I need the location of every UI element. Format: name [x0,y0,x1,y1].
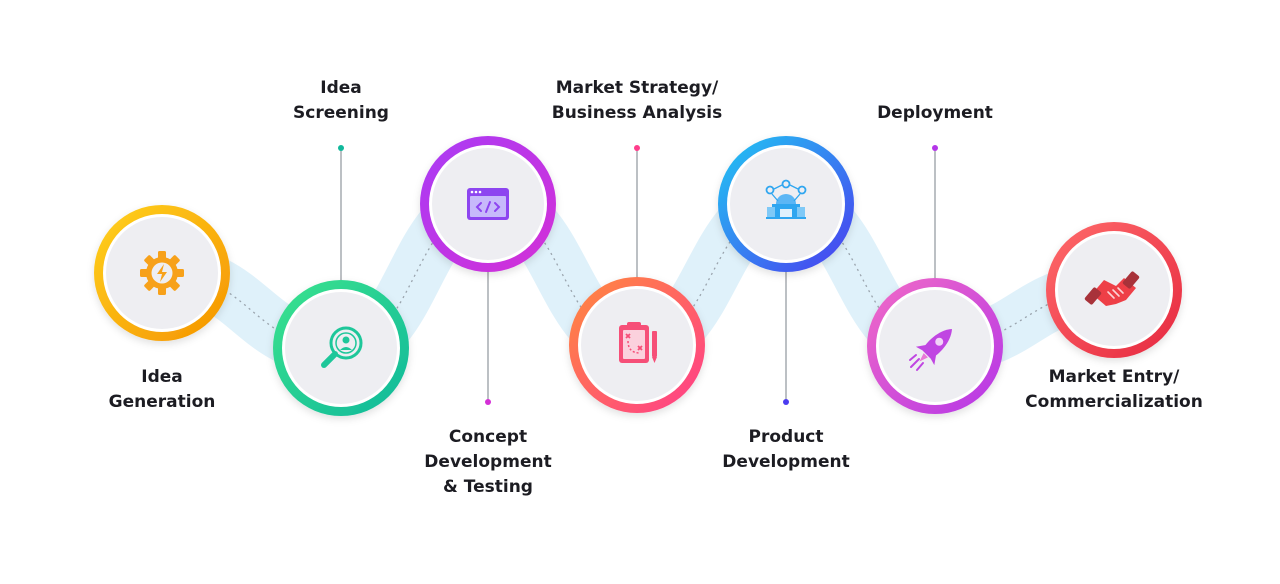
step-label-line: Development [424,452,552,472]
step-label-line: Deployment [877,103,993,123]
dotted-connector [785,203,936,347]
pin-dot [485,399,491,405]
step-label-line: Business Analysis [551,103,723,123]
step-label-line: Market Entry/ [1048,367,1180,387]
pin-dot [634,145,640,151]
step-node-idea-screening [273,280,409,416]
step-disc [285,292,397,404]
dotted-connector [487,203,638,346]
pin-dot [932,145,938,151]
dotted-connector [636,203,787,346]
code-window-icon [467,188,509,220]
step-label-line: Generation [108,392,216,412]
step-label-line: Idea [141,367,183,387]
step-nodes [94,136,1182,416]
magnifier-user-icon [321,326,363,368]
step-label-market-entry-commercialization: Market Entry/Commercialization [1004,365,1224,415]
dotted-connector [340,203,489,349]
step-label-line: Market Strategy/ [555,78,719,98]
step-label-line: Commercialization [1025,392,1203,412]
step-node-concept-development-testing [420,136,556,272]
label-pins [338,145,938,405]
factory-network-icon [765,179,807,219]
step-label-line: Screening [293,103,389,123]
step-label-line: Concept [448,427,528,447]
step-node-market-strategy-business-analysis [569,277,705,413]
pin-dot [338,145,344,151]
step-label-market-strategy-business-analysis: Market Strategy/Business Analysis [527,76,747,126]
step-label-line: Development [722,452,850,472]
rocket-icon [909,329,952,371]
step-label-deployment: Deployment [825,101,1045,126]
step-label-line: & Testing [443,477,533,497]
strategy-board-icon [619,322,657,363]
gear-lightning-icon [140,251,184,295]
step-node-product-development [718,136,854,272]
handshake-icon [1084,271,1140,306]
step-node-idea-generation [94,205,230,341]
step-node-deployment [867,278,1003,414]
step-label-line: Product [748,427,824,447]
step-label-line: Idea [320,78,362,98]
step-node-market-entry-commercialization [1046,222,1182,358]
pin-dot [783,399,789,405]
